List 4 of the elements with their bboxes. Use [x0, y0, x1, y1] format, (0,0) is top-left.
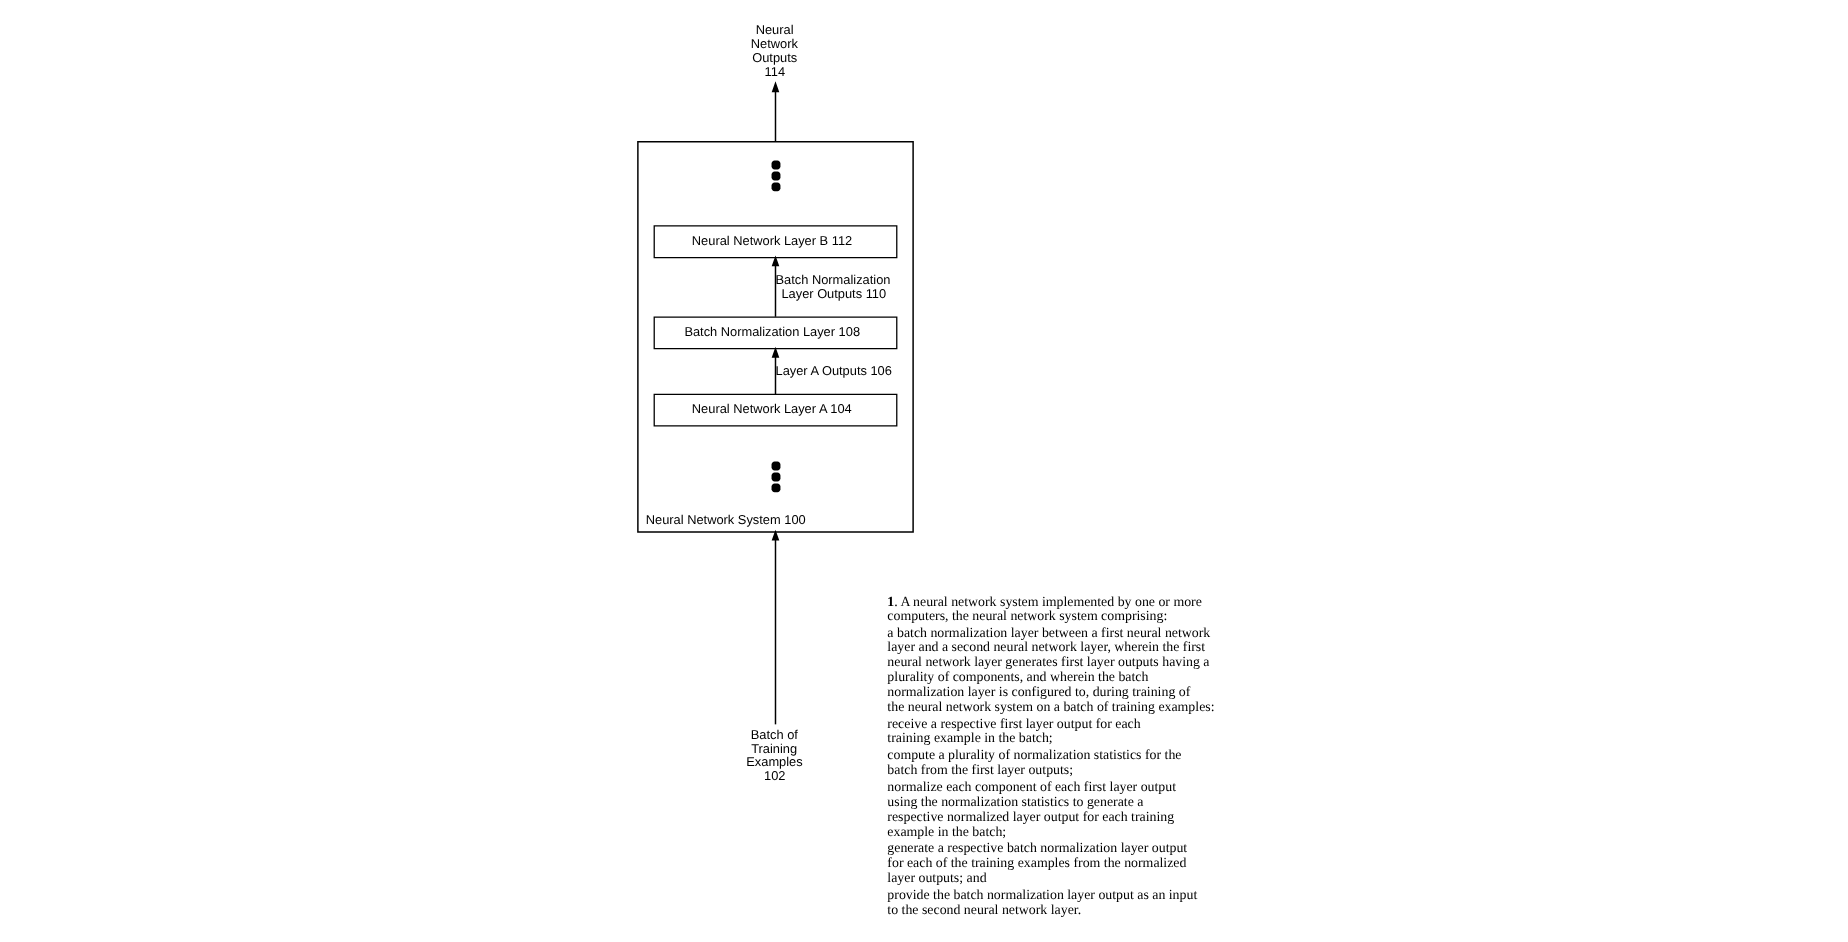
arrow [771, 81, 780, 143]
arrow [771, 346, 780, 395]
arrow [771, 529, 780, 726]
arrow [771, 255, 780, 318]
